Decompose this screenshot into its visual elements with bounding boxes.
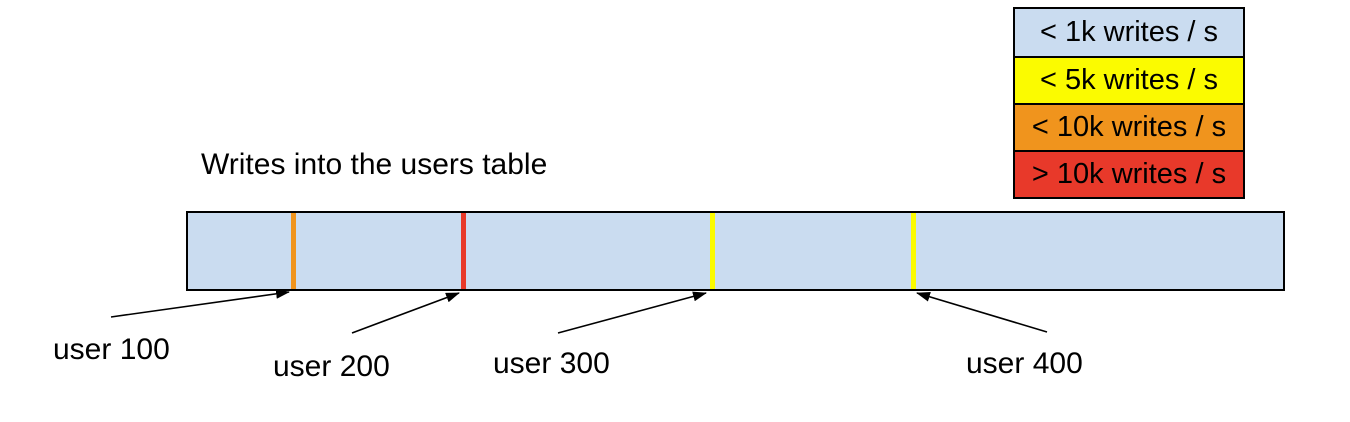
legend-item: < 5k writes / s — [1015, 56, 1243, 103]
legend-item-label: > 10k writes / s — [1031, 158, 1227, 190]
user-200-label: user 200 — [273, 350, 390, 383]
user-200-marker — [460, 213, 466, 289]
user-400-label: user 400 — [966, 347, 1083, 380]
user-200-arrow — [351, 292, 460, 334]
user-400-arrow — [916, 291, 1048, 333]
legend-item: < 1k writes / s — [1015, 9, 1243, 56]
users-table-bar — [186, 211, 1285, 291]
legend-item: < 10k writes / s — [1015, 103, 1243, 150]
legend-item-label: < 5k writes / s — [1039, 64, 1219, 96]
legend: < 1k writes / s < 5k writes / s < 10k writ… — [1013, 7, 1245, 199]
user-100-marker — [290, 213, 296, 289]
user-300-arrow — [557, 291, 707, 334]
user-300-marker — [709, 213, 715, 289]
user-400-marker — [910, 213, 916, 289]
legend-item-label: < 1k writes / s — [1039, 16, 1219, 48]
user-100-arrow — [110, 288, 290, 318]
user-300-label: user 300 — [493, 347, 610, 380]
user-100-label: user 100 — [53, 333, 170, 366]
legend-item-label: < 10k writes / s — [1031, 111, 1227, 143]
diagram-title: Writes into the users table — [201, 148, 548, 181]
legend-item: > 10k writes / s — [1015, 150, 1243, 197]
